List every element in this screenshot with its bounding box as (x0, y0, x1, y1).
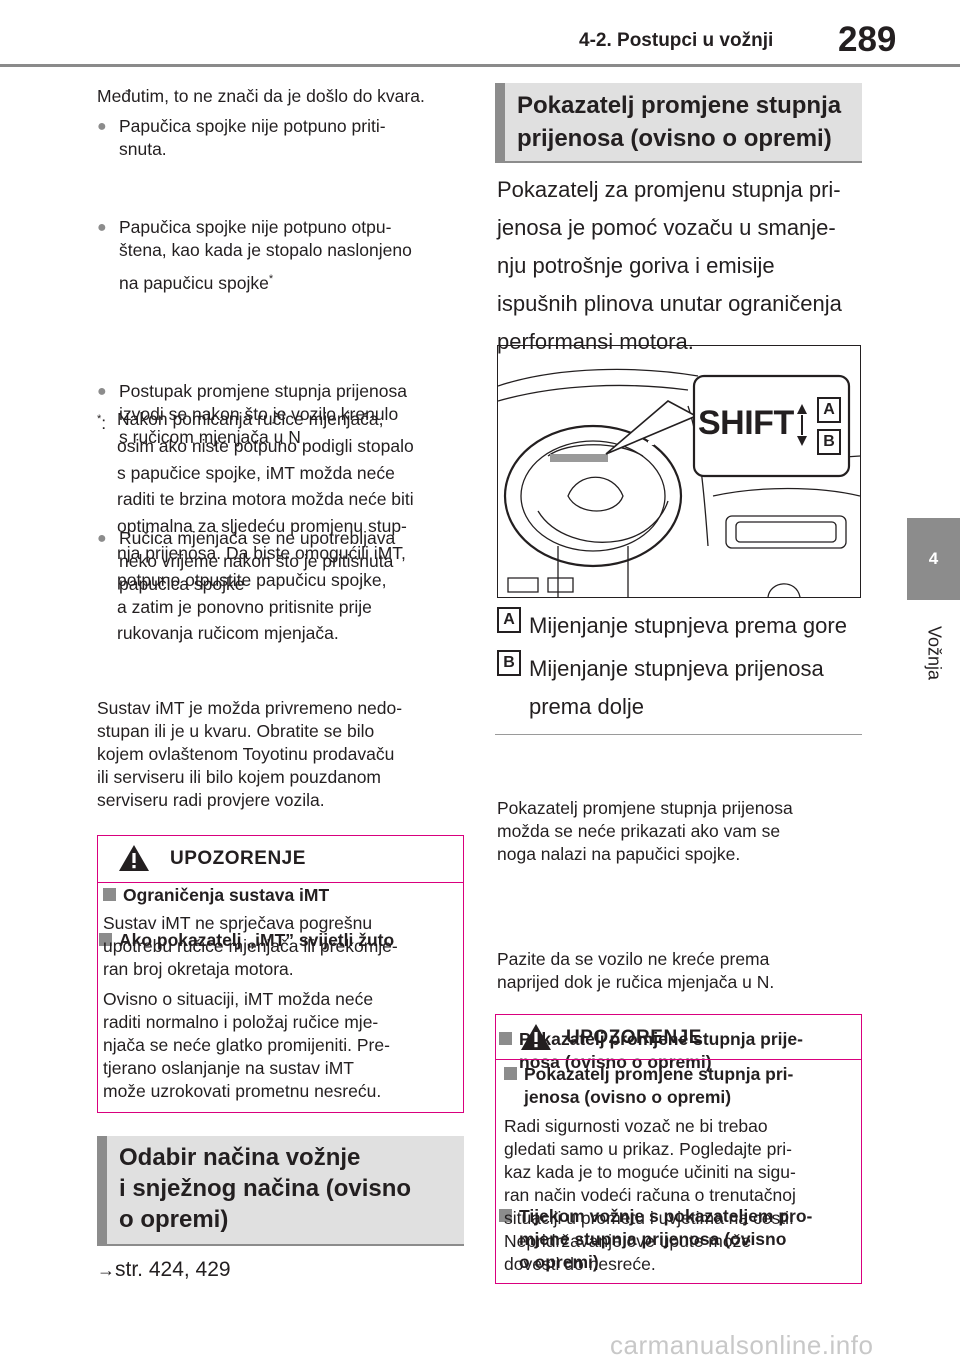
imt-text: Sustav iMT je možda privremeno nedo-stup… (97, 698, 403, 810)
warning-header: UPOZORENJE (98, 836, 463, 883)
shift-text: SHIFT (698, 404, 794, 442)
legend-item-a: A Mijenjanje stupnjeva prema gore (497, 607, 877, 645)
imt-heading: Ako pokazatelj „iMT” svijetli žuto (97, 929, 494, 952)
warning-box: UPOZORENJE Pokazatelj promjene stupnja p… (495, 1014, 862, 1284)
warning-label: UPOZORENJE (170, 848, 306, 869)
dashboard-illustration (498, 368, 860, 597)
list-item: Postupak promjene stupnja prijenosaizvod… (97, 380, 494, 449)
warning-triangle-icon (119, 845, 149, 871)
warning-box: UPOZORENJE Ograničenja sustava iMT Susta… (97, 835, 464, 1113)
page-reference[interactable]: →str. 424, 429 (97, 1258, 231, 1281)
callout-letter-a: A (817, 397, 841, 423)
up-down-arrows-icon (797, 404, 807, 446)
callout-box (692, 374, 851, 478)
running-header: 4-2. Postupci u vožnji (579, 30, 774, 51)
intro-paragraph: Pokazatelj za promjenu stupnja pri-jenos… (497, 177, 842, 354)
list-item: Papučica spojke nije potpuno priti-snuta… (97, 115, 494, 161)
warning-triangle-icon (521, 1024, 551, 1050)
intro-text: Međutim, to ne znači da je došlo do kvar… (97, 86, 425, 106)
chapter-tab[interactable]: 4 (907, 518, 960, 600)
arrow-right-icon: → (97, 1260, 115, 1280)
callout-letter-b: B (817, 429, 841, 455)
watermark: carmanualsonline.info (610, 1330, 874, 1360)
subheading: Pokazatelj promjene stupnja prije-nosa (… (497, 1028, 894, 1074)
warning-heading: Ograničenja sustava iMT (101, 884, 478, 907)
footnote: *: Nakon pomicanja ručice mjenjača, osim… (97, 409, 414, 644)
header-rule (0, 64, 960, 67)
warning-heading: Pokazatelj promjene stupnja pri-jenosa (… (502, 1063, 879, 1109)
shift-indicator-figure: SHIFT A B (497, 345, 861, 598)
chapter-label: Vožnja (924, 625, 945, 681)
list-item: Papučica spojke nije potpuno otpu-štena,… (97, 216, 494, 295)
warning-label: UPOZORENJE (566, 1027, 702, 1048)
page-number: 289 (838, 20, 897, 59)
divider (495, 734, 862, 735)
subheading: Tijekom vožnje s pokazateljem pro-mjene … (497, 1205, 894, 1274)
warning-header: UPOZORENJE (496, 1015, 861, 1060)
